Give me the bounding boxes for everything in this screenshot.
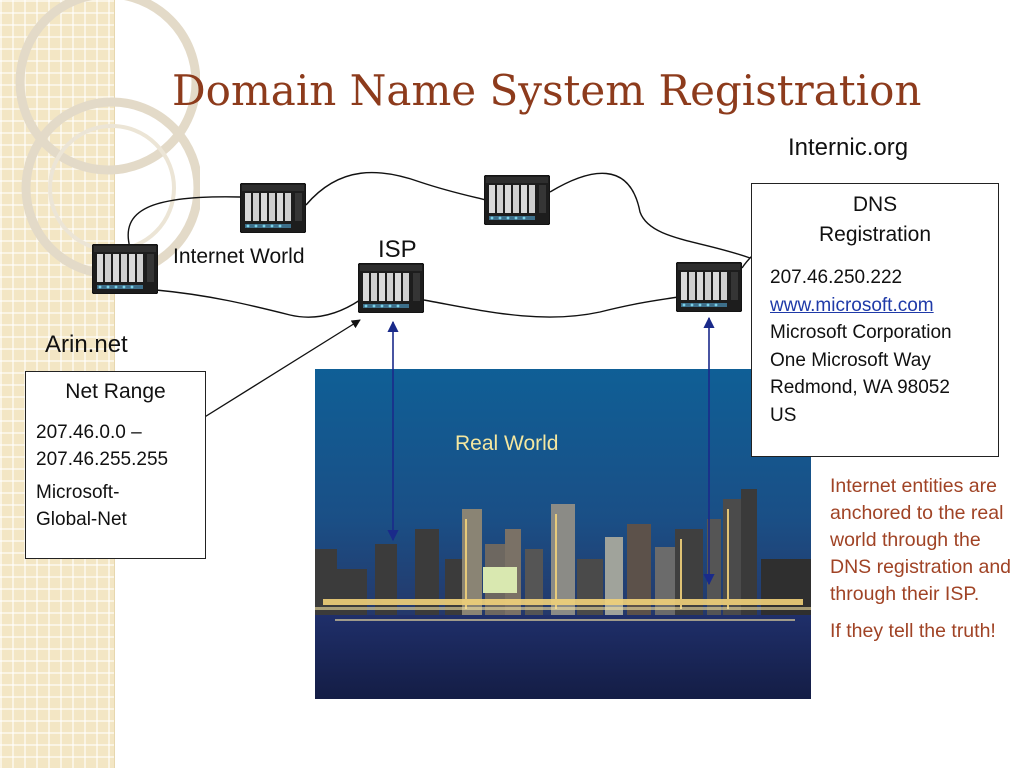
note-paragraph-1: Internet entities are anchored to the re…: [830, 475, 1012, 605]
link-top-to-right: [549, 172, 751, 259]
internet-world-label: Internet World: [173, 245, 305, 268]
link-left-to-topleft: [127, 196, 241, 249]
arin-label: Arin.net: [45, 331, 128, 358]
dns-registration-box: DNS Registration 207.46.250.222 www.micr…: [751, 183, 999, 457]
net-name-line2: Global-Net: [36, 509, 127, 530]
dns-ip: 207.46.250.222: [770, 267, 903, 288]
net-range-heading: Net Range: [65, 380, 166, 403]
slide-title: Domain Name System Registration: [172, 66, 922, 115]
internic-label: Internic.org: [788, 134, 909, 161]
dns-heading-line2: Registration: [818, 223, 932, 246]
net-range-end: 207.46.255.255: [36, 449, 169, 470]
isp-label: ISP: [378, 236, 417, 263]
dns-address1: One Microsoft Way: [770, 349, 931, 371]
dns-heading-line1: DNS: [852, 193, 898, 216]
real-world-label: Real World: [455, 432, 559, 455]
anchoring-note: Internet entities are anchored to the re…: [830, 473, 1014, 655]
note-paragraph-2: If they tell the truth!: [830, 620, 996, 642]
link-left-to-isp: [155, 289, 361, 318]
dns-url-link[interactable]: www.microsoft.com: [770, 294, 934, 316]
arin-to-isp-arrow: [186, 319, 361, 429]
link-topleft-to-top: [305, 171, 487, 206]
dns-country: US: [770, 404, 797, 426]
net-name-line1: Microsoft-: [36, 482, 120, 503]
net-range-start: 207.46.0.0 –: [36, 422, 142, 443]
link-isp-to-right: [423, 296, 679, 318]
net-range-box: Net Range 207.46.0.0 – 207.46.255.255 Mi…: [25, 371, 206, 559]
dns-org: Microsoft Corporation: [770, 322, 952, 343]
dns-address2: Redmond, WA 98052: [770, 377, 950, 398]
